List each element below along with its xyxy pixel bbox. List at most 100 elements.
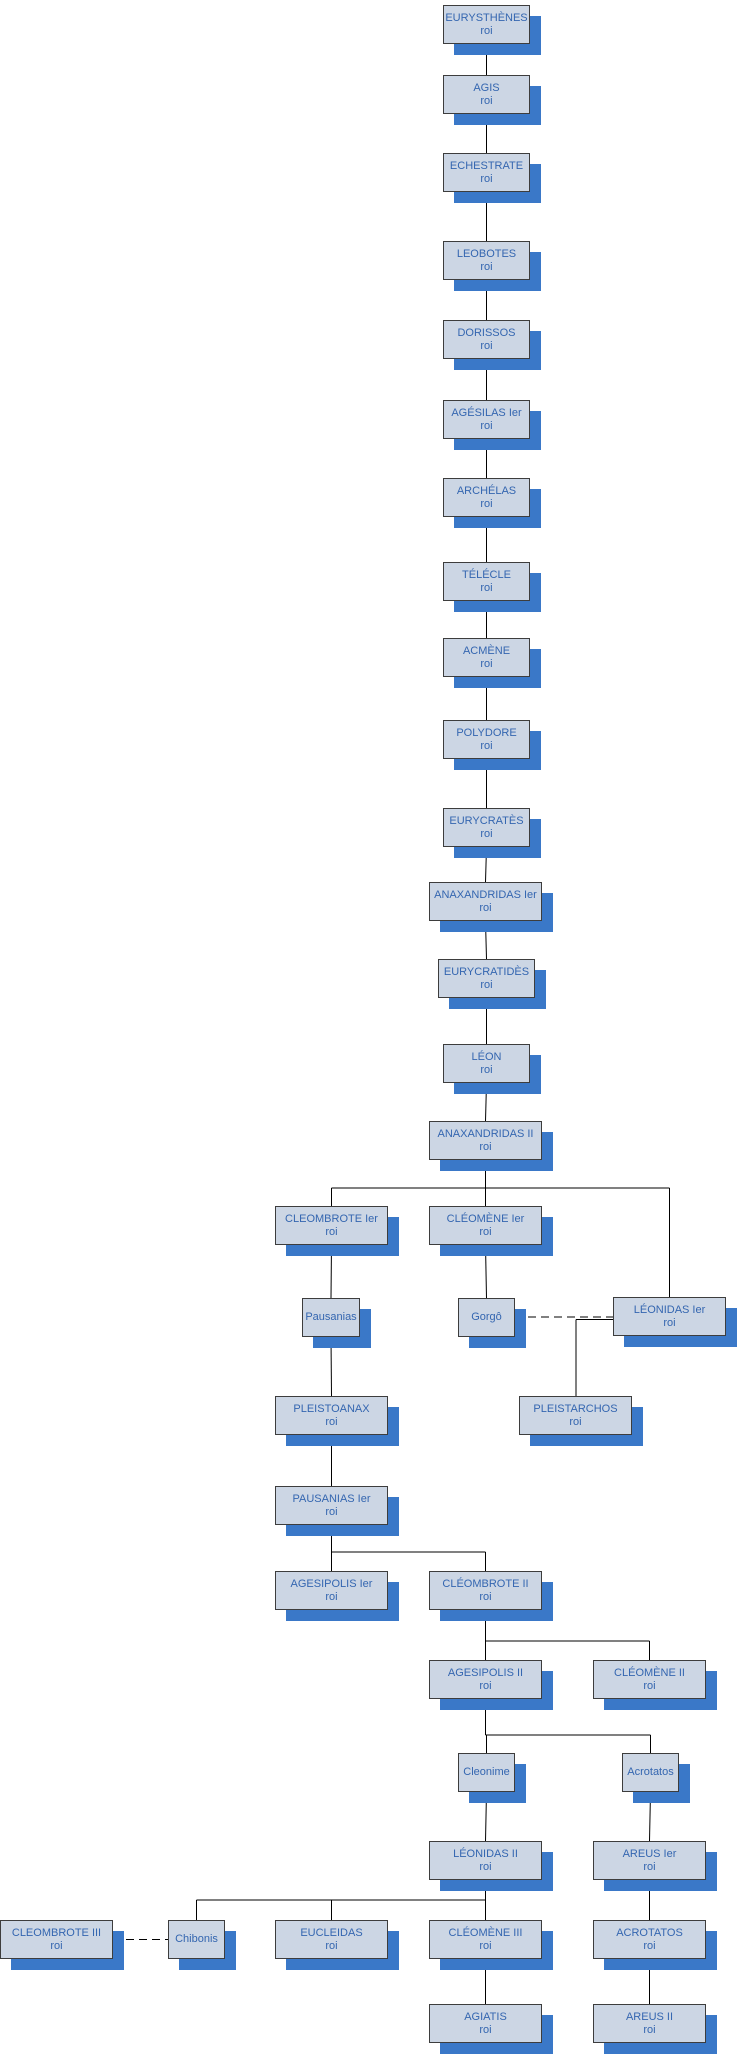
person-name: AGESIPOLIS Ier (290, 1577, 373, 1590)
person-role: roi (480, 497, 493, 510)
person-name: CLÉOMÈNE III (448, 1926, 523, 1939)
person-name: Gorgô (471, 1311, 502, 1323)
person-name: DORISSOS (457, 326, 516, 339)
person-name: EURYCRATIDÈS (443, 965, 530, 978)
person-role: roi (643, 2023, 656, 2036)
person-role: roi (480, 419, 493, 432)
person-name: LÉONIDAS II (453, 1847, 518, 1860)
person-role: roi (480, 172, 493, 185)
person-name: CLÉOMÈNE Ier (446, 1212, 525, 1225)
person-role: roi (480, 94, 493, 107)
person-name: CLEOMBROTE III (11, 1926, 102, 1939)
person-name: ACMÈNE (462, 644, 511, 657)
person-name: Acrotatos (627, 1766, 674, 1778)
person-role: roi (480, 24, 493, 37)
person-name: PAUSANIAS Ier (292, 1492, 371, 1505)
person-role: roi (480, 739, 493, 752)
person-role: roi (479, 1939, 492, 1952)
person-name: EURYCRATÈS (449, 814, 524, 827)
person-role: roi (325, 1415, 338, 1428)
person-role: roi (480, 978, 493, 991)
person-name: AREUS Ier (622, 1847, 677, 1860)
person-name: EUCLEIDAS (300, 1926, 363, 1939)
person-role: roi (643, 1860, 656, 1873)
person-name: AGIS (473, 81, 500, 94)
person-role: roi (325, 1225, 338, 1238)
person-role: roi (479, 901, 492, 914)
node-box: Pausanias (302, 1298, 360, 1337)
person-name: Chibonis (175, 1933, 218, 1945)
person-node-cleonime: Cleonime (458, 1753, 526, 1803)
person-node-chibonis: Chibonis (168, 1920, 236, 1970)
node-box: Acrotatos (622, 1753, 679, 1792)
person-role: roi (480, 581, 493, 594)
person-role: roi (663, 1316, 676, 1329)
person-role: roi (480, 827, 493, 840)
person-name: LEOBOTES (456, 247, 517, 260)
person-name: CLEOMBROTE Ier (285, 1212, 378, 1225)
person-role: roi (480, 657, 493, 670)
node-box: Chibonis (168, 1920, 225, 1959)
person-name: ACROTATOS (616, 1926, 683, 1939)
person-role: roi (325, 1590, 338, 1603)
person-node-gorgo: Gorgô (458, 1298, 526, 1348)
person-node-acrotatos_p: Acrotatos (622, 1753, 690, 1803)
node-box: Cleonime (458, 1753, 515, 1792)
person-name: Pausanias (305, 1311, 357, 1323)
person-role: roi (479, 1679, 492, 1692)
person-role: roi (569, 1415, 582, 1428)
person-role: roi (479, 2023, 492, 2036)
person-role: roi (643, 1679, 656, 1692)
person-name: AREUS II (625, 2010, 674, 2023)
person-name: AGIATIS (464, 2010, 507, 2023)
person-name: TÉLÉCLE (462, 568, 511, 581)
person-node-pausanias: Pausanias (302, 1298, 371, 1348)
person-role: roi (480, 1063, 493, 1076)
